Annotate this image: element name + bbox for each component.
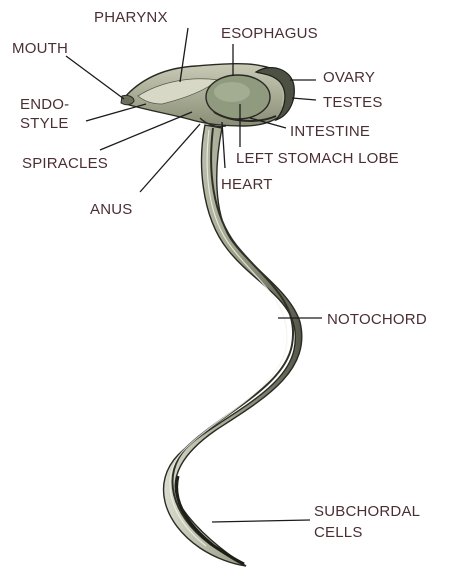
label-testes: TESTES	[323, 94, 383, 111]
label-anus: ANUS	[90, 201, 132, 218]
label-intestine: INTESTINE	[290, 123, 370, 140]
label-subchordal-line2: CELLS	[314, 524, 363, 541]
label-pharynx: PHARYNX	[94, 9, 168, 26]
leader-heart	[222, 122, 225, 168]
leader-testes	[292, 98, 316, 100]
mouth-opening	[121, 95, 134, 104]
label-ovary: OVARY	[323, 69, 375, 86]
label-mouth: MOUTH	[12, 40, 68, 57]
leader-subchordal-cells	[212, 520, 310, 522]
label-spiracles: SPIRACLES	[22, 155, 108, 172]
leader-spiracles	[100, 112, 192, 150]
label-endostyle-line1: ENDO-	[20, 96, 69, 113]
leader-mouth	[66, 56, 124, 99]
leader-anus	[140, 124, 200, 192]
notochord-core	[173, 128, 294, 565]
label-esophagus: ESOPHAGUS	[221, 25, 318, 42]
label-endostyle-line2: STYLE	[20, 115, 69, 132]
label-left-stomach-lobe: LEFT STOMACH LOBE	[236, 150, 399, 167]
label-notochord: NOTOCHORD	[327, 311, 427, 328]
organism-illustration	[121, 64, 302, 566]
label-heart: HEART	[221, 176, 273, 193]
leader-endostyle	[86, 104, 146, 121]
label-subchordal-line1: SUBCHORDAL	[314, 503, 420, 520]
